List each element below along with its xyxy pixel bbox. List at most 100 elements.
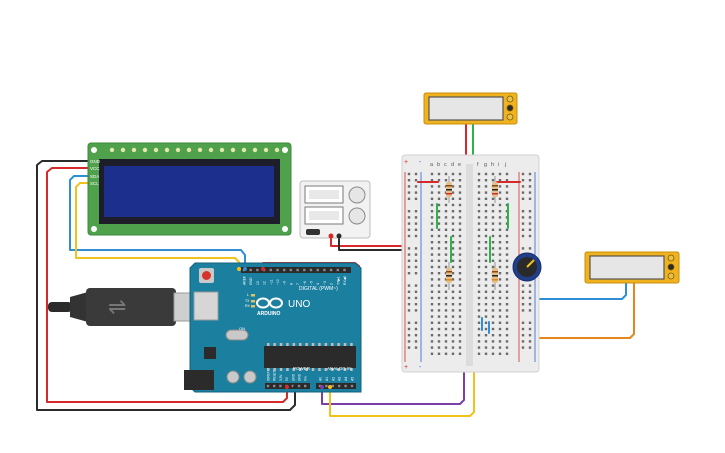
voltmeter-terminal[interactable] [506,104,514,112]
breadboard-hole[interactable] [458,253,462,256]
breadboard-hole[interactable] [498,216,502,219]
breadboard-hole[interactable] [444,334,448,337]
rail-hole[interactable] [521,334,525,337]
breadboard-hole[interactable] [451,303,455,306]
breadboard-hole[interactable] [444,265,448,269]
breadboard-hole[interactable] [430,334,434,337]
digital-pin[interactable] [256,268,259,272]
digital-header[interactable] [241,267,351,273]
breadboard-hole[interactable] [505,340,509,343]
breadboard-hole[interactable] [505,278,509,281]
breadboard-hole[interactable] [491,303,495,306]
rail-hole[interactable] [414,228,418,231]
breadboard-hole[interactable] [451,272,455,275]
breadboard-hole[interactable] [484,284,488,287]
rail-hole[interactable] [521,321,525,324]
breadboard-hole[interactable] [491,197,495,200]
breadboard-hole[interactable] [477,315,481,318]
rail-hole[interactable] [528,172,532,176]
breadboard-hole[interactable] [498,172,502,176]
breadboard-hole[interactable] [491,210,495,213]
resistor[interactable] [492,176,498,203]
breadboard-hole[interactable] [437,191,441,194]
wire-lcd-gnd[interactable] [36,160,296,411]
breadboard-hole[interactable] [451,278,455,281]
breadboard-hole[interactable] [477,346,481,349]
breadboard-hole[interactable] [477,290,481,293]
breadboard-hole[interactable] [451,309,455,312]
breadboard-hole[interactable] [430,303,434,306]
breadboard-hole[interactable] [451,315,455,318]
breadboard-hole[interactable] [498,309,502,312]
digital-pin[interactable] [296,268,299,272]
breadboard-hole[interactable] [430,340,434,343]
breadboard-hole[interactable] [505,228,509,231]
breadboard-hole[interactable] [498,234,502,238]
wire-lcd-vcc[interactable] [46,167,288,403]
rail-hole[interactable] [521,191,525,194]
breadboard-hole[interactable] [458,203,462,207]
breadboard-hole[interactable] [451,340,455,343]
reset-button-cap[interactable] [202,271,211,280]
breadboard-hole[interactable] [498,179,502,182]
rail-hole[interactable] [528,334,532,337]
breadboard-hole[interactable] [458,272,462,275]
breadboard-hole[interactable] [437,296,441,300]
rail-hole[interactable] [407,222,411,225]
breadboard-hole[interactable] [451,259,455,262]
rail-hole[interactable] [521,247,525,250]
rail-hole[interactable] [414,265,418,269]
rail-hole[interactable] [528,234,532,238]
breadboard-hole[interactable] [458,303,462,306]
digital-pin[interactable] [289,268,293,272]
breadboard-hole[interactable] [430,290,434,293]
breadboard-hole[interactable] [430,284,434,287]
breadboard-hole[interactable] [458,265,462,269]
breadboard-hole[interactable] [484,172,488,176]
breadboard-hole[interactable] [430,253,434,256]
rail-hole[interactable] [414,340,418,343]
rail-hole[interactable] [414,327,418,331]
breadboard-hole[interactable] [477,265,481,269]
breadboard-hole[interactable] [437,259,441,262]
voltmeter-terminal[interactable] [667,272,675,280]
breadboard-hole[interactable] [477,340,481,343]
rail-hole[interactable] [528,327,532,331]
breadboard-hole[interactable] [430,352,434,355]
breadboard-hole[interactable] [437,265,441,269]
breadboard-hole[interactable] [498,303,502,306]
rail-hole[interactable] [528,346,532,349]
breadboard-hole[interactable] [477,284,481,287]
ammeter[interactable] [299,180,371,239]
breadboard-hole[interactable] [491,315,495,318]
breadboard-hole[interactable] [491,247,495,250]
rail-hole[interactable] [414,309,418,312]
breadboard-hole[interactable] [498,247,502,250]
breadboard-hole[interactable] [430,191,434,194]
breadboard-hole[interactable] [477,216,481,219]
lcd-module[interactable]: GND VCC SDA SCL [87,142,292,236]
rail-hole[interactable] [407,210,411,213]
breadboard-hole[interactable] [458,216,462,219]
breadboard-hole[interactable] [430,315,434,318]
breadboard-hole[interactable] [498,340,502,343]
analog-pin[interactable] [331,384,334,388]
breadboard-hole[interactable] [498,197,502,200]
analog-pin[interactable] [338,384,341,388]
rail-hole[interactable] [414,247,418,250]
breadboard-hole[interactable] [444,284,448,287]
breadboard-hole[interactable] [451,334,455,337]
rail-hole[interactable] [407,284,411,287]
breadboard-hole[interactable] [498,315,502,318]
breadboard-hole[interactable] [484,309,488,312]
rail-hole[interactable] [414,334,418,337]
breadboard-hole[interactable] [505,197,509,200]
rail-hole[interactable] [414,234,418,238]
breadboard-hole[interactable] [484,185,488,188]
breadboard-hole[interactable] [458,228,462,231]
ammeter-terminal-red[interactable] [328,233,334,239]
rail-hole[interactable] [521,327,525,331]
rail-hole[interactable] [521,296,525,300]
wire-ammeter-red[interactable] [330,236,409,247]
rail-hole[interactable] [528,185,532,188]
